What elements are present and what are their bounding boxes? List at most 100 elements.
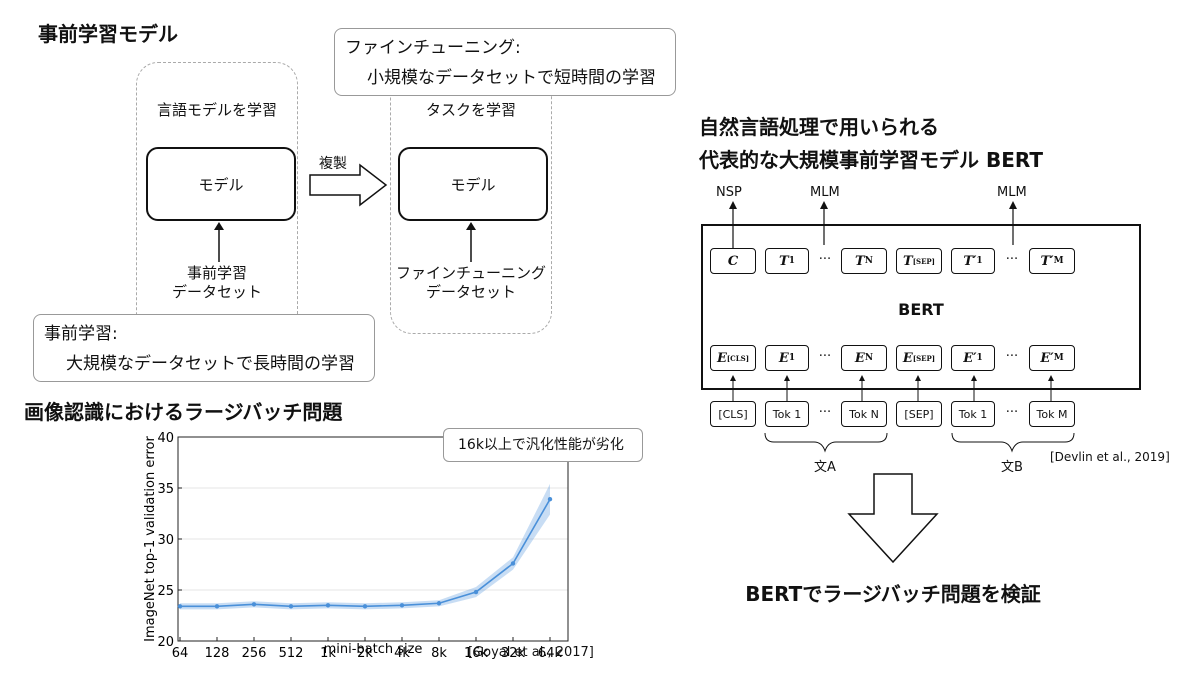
nsp-label: NSP xyxy=(716,185,742,200)
output-tm-sub: M xyxy=(1053,256,1064,266)
copy-label: 複製 xyxy=(319,156,347,172)
x-tick-label: 256 xyxy=(242,646,267,661)
goyal-citation: [Goyal et al., 2017] xyxy=(468,645,594,660)
arrowhead-icon xyxy=(1009,201,1017,209)
pretrain-note: 事前学習: 大規模なデータセットで長時間の学習 xyxy=(33,314,375,382)
output-tsep-label: T xyxy=(903,253,913,269)
bert-connectors xyxy=(729,201,1075,453)
data-point xyxy=(436,601,442,606)
token-dots-1: ··· xyxy=(818,405,832,420)
model-label: モデル xyxy=(198,175,244,194)
x-tick-label: 4k xyxy=(394,646,410,661)
arrowhead-icon xyxy=(729,201,737,209)
down-arrow-icon xyxy=(847,473,939,564)
output-tn-label: T xyxy=(855,253,865,269)
data-point xyxy=(325,603,331,608)
y-tick-label: 25 xyxy=(157,584,174,599)
data-point xyxy=(177,604,183,609)
embedding-e1p-box: E′1 xyxy=(951,345,995,371)
embedding-cls-label: E xyxy=(716,350,727,366)
output-dots-2: ··· xyxy=(1005,252,1019,267)
data-point xyxy=(399,603,405,608)
largebatch-title: 画像認識におけるラージバッチ問題 xyxy=(24,400,343,424)
data-point xyxy=(288,604,294,609)
embedding-sep-label: E xyxy=(902,350,913,366)
x-axis-label: mini-batch size xyxy=(324,642,423,657)
output-t1-sub: 1 xyxy=(788,256,795,266)
arrowhead-icon xyxy=(466,222,476,230)
token-sep-box: [SEP] xyxy=(896,401,942,427)
mlm-label-2: MLM xyxy=(997,185,1027,200)
arrowhead-icon xyxy=(820,201,828,209)
error-band xyxy=(180,483,550,610)
finetune-note-line2: 小規模なデータセットで短時間の学習 xyxy=(367,68,656,88)
sentence-b-label: 文B xyxy=(1001,460,1023,475)
data-point xyxy=(251,602,257,607)
data-point xyxy=(510,561,516,566)
embedding-e1p-sub: 1 xyxy=(976,353,983,363)
finetune-dataset-line1: ファインチューニング xyxy=(395,264,546,282)
embedding-e1p-label: E′ xyxy=(963,350,977,366)
x-tick-label: 512 xyxy=(279,646,304,661)
embedding-cls-sub: [CLS] xyxy=(726,353,750,363)
embedding-e1-label: E xyxy=(778,350,789,366)
token-cls-box: [CLS] xyxy=(710,401,756,427)
embedding-en-sub: N xyxy=(864,353,874,363)
pretrain-note-line2: 大規模なデータセットで長時間の学習 xyxy=(66,354,355,374)
x-tick-label: 16k xyxy=(464,646,489,661)
token-dots-2: ··· xyxy=(1005,405,1019,420)
arrowhead-icon xyxy=(214,222,224,230)
devlin-citation: [Devlin et al., 2019] xyxy=(1050,450,1170,464)
pretrain-note-line1: 事前学習: xyxy=(44,324,118,344)
token-n-box: Tok N xyxy=(841,401,887,427)
embedding-dots-1: ··· xyxy=(818,349,832,364)
output-dots-1: ··· xyxy=(818,252,832,267)
bert-title-line1: 自然言語処理で用いられる xyxy=(699,115,939,139)
output-tsep-box: T[SEP] xyxy=(896,248,942,274)
output-tn-sub: N xyxy=(864,256,873,266)
data-point xyxy=(473,589,479,595)
pretrain-dataset-label: 事前学習 データセット xyxy=(136,264,298,302)
data-point xyxy=(362,604,368,609)
output-t1p-box: T′1 xyxy=(951,248,995,274)
embedding-sep-sub: [SEP] xyxy=(912,353,936,363)
pretrain-model-box: モデル xyxy=(146,147,296,221)
pretrain-arrows xyxy=(214,163,476,262)
finetune-dataset-label: ファインチューニング データセット xyxy=(380,264,562,302)
x-tick-label: 32k xyxy=(501,646,526,661)
output-t1p-label: T′ xyxy=(963,253,977,269)
finetune-note-line1: ファインチューニング: xyxy=(345,38,521,58)
model-label: モデル xyxy=(450,175,496,194)
mlm-label-1: MLM xyxy=(810,185,840,200)
finetune-dataset-line2: データセット xyxy=(425,283,516,301)
embedding-en-label: E xyxy=(854,350,865,366)
y-tick-label: 30 xyxy=(157,533,174,548)
finetune-note: ファインチューニング: 小規模なデータセットで短時間の学習 xyxy=(334,28,676,96)
y-axis-label: ImageNet top-1 validation error xyxy=(143,436,158,642)
token-1-box: Tok 1 xyxy=(765,401,809,427)
pretrain-dataset-line1: 事前学習 xyxy=(186,264,247,282)
embedding-sep-box: E[SEP] xyxy=(896,345,942,371)
output-c-box: C xyxy=(710,248,756,274)
data-point xyxy=(547,497,553,502)
x-tick-label: 1k xyxy=(320,646,336,661)
conclusion-text: BERTでラージバッチ問題を検証 xyxy=(745,582,1041,606)
sentence-a-label: 文A xyxy=(814,460,836,475)
x-tick-label: 128 xyxy=(205,646,230,661)
brace-b-icon xyxy=(951,432,1075,453)
embedding-em-label: E′ xyxy=(1040,350,1054,366)
output-tm-box: T′M xyxy=(1029,248,1075,274)
x-tick-label: 2k xyxy=(357,646,373,661)
embedding-cls-box: E[CLS] xyxy=(710,345,756,371)
finetune-model-box: モデル xyxy=(398,147,548,221)
output-c-label: C xyxy=(727,253,739,269)
output-tsep-sub: [SEP] xyxy=(912,256,935,266)
brace-a-icon xyxy=(764,432,888,453)
output-tm-label: T′ xyxy=(1040,253,1054,269)
bert-model-frame xyxy=(701,224,1141,390)
y-tick-label: 35 xyxy=(157,482,174,497)
y-tick-label: 20 xyxy=(157,635,174,650)
